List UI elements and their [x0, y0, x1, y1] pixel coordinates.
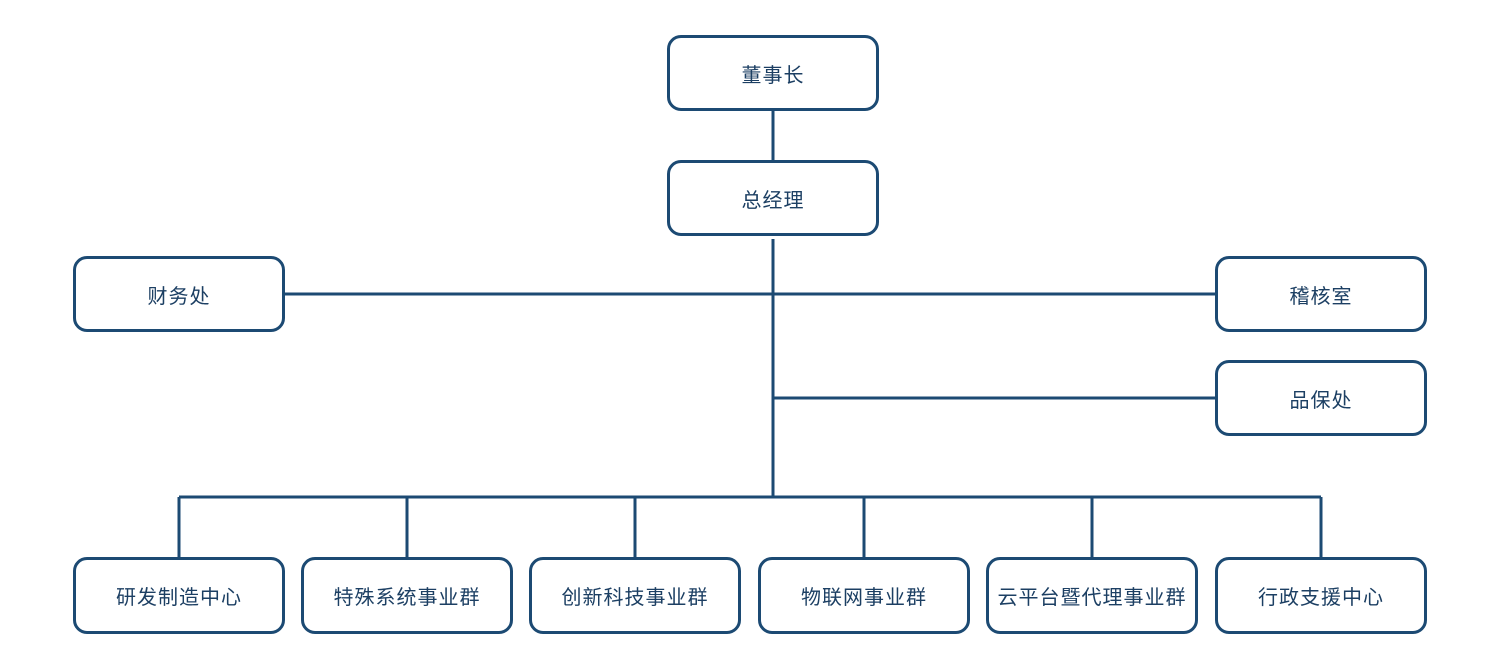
node-audit: 稽核室 — [1215, 256, 1427, 332]
node-label: 研发制造中心 — [116, 585, 242, 609]
node-label: 云平台暨代理事业群 — [997, 585, 1187, 609]
node-division-innovation-tech: 创新科技事业群 — [529, 557, 741, 634]
node-division-rd-manufacturing: 研发制造中心 — [73, 557, 285, 634]
node-label: 行政支援中心 — [1258, 585, 1384, 609]
node-division-admin-support: 行政支援中心 — [1215, 557, 1427, 634]
node-label: 创新科技事业群 — [561, 585, 709, 609]
node-label: 特殊系统事业群 — [333, 585, 481, 609]
node-quality: 品保处 — [1215, 360, 1427, 436]
node-division-special-systems: 特殊系统事业群 — [301, 557, 513, 634]
node-label: 品保处 — [1289, 387, 1353, 412]
node-finance: 财务处 — [73, 256, 285, 332]
node-chairman: 董事长 — [667, 35, 879, 111]
node-label: 董事长 — [741, 62, 805, 87]
node-label: 稽核室 — [1289, 283, 1353, 308]
node-general-manager: 总经理 — [667, 160, 879, 236]
node-label: 财务处 — [147, 283, 211, 308]
node-label: 总经理 — [741, 187, 805, 212]
node-division-cloud-platform: 云平台暨代理事业群 — [986, 557, 1198, 634]
node-division-iot: 物联网事业群 — [758, 557, 970, 634]
node-label: 物联网事业群 — [801, 585, 927, 609]
